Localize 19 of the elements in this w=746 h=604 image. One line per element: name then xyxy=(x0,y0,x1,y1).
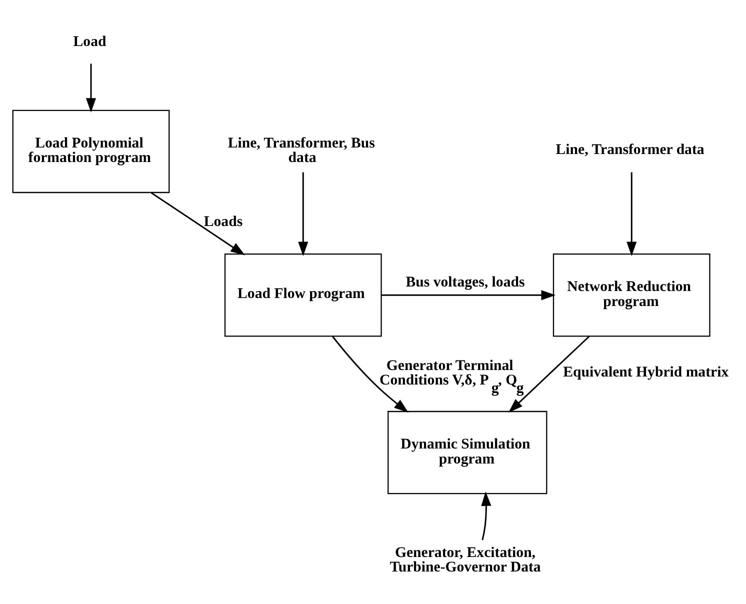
arrow xyxy=(626,172,637,256)
arrow xyxy=(381,290,556,300)
edge-label: Bus voltages, loads xyxy=(406,274,525,290)
edge-label: Equivalent Hybrid matrix xyxy=(563,364,729,381)
node-box: Network Reduction program xyxy=(552,254,710,337)
arrow xyxy=(508,336,590,413)
arrow xyxy=(332,336,408,413)
node-box: Load Polynomial formation program xyxy=(12,110,170,194)
arrow xyxy=(298,172,308,256)
node-box: Load Flow program xyxy=(224,254,382,337)
arrow xyxy=(481,492,492,540)
node-text: Line, Transformer data xyxy=(556,142,704,158)
edge-label: Loads xyxy=(204,214,243,230)
arrow xyxy=(150,192,245,256)
node-text: Generator, Excitation, Turbine-Governor Data xyxy=(390,544,541,576)
node-box: Dynamic Simulation program xyxy=(388,410,548,494)
node-text: Load xyxy=(73,34,106,50)
node-text: Line, Transformer, Bus data xyxy=(228,135,375,166)
arrow xyxy=(86,64,96,113)
